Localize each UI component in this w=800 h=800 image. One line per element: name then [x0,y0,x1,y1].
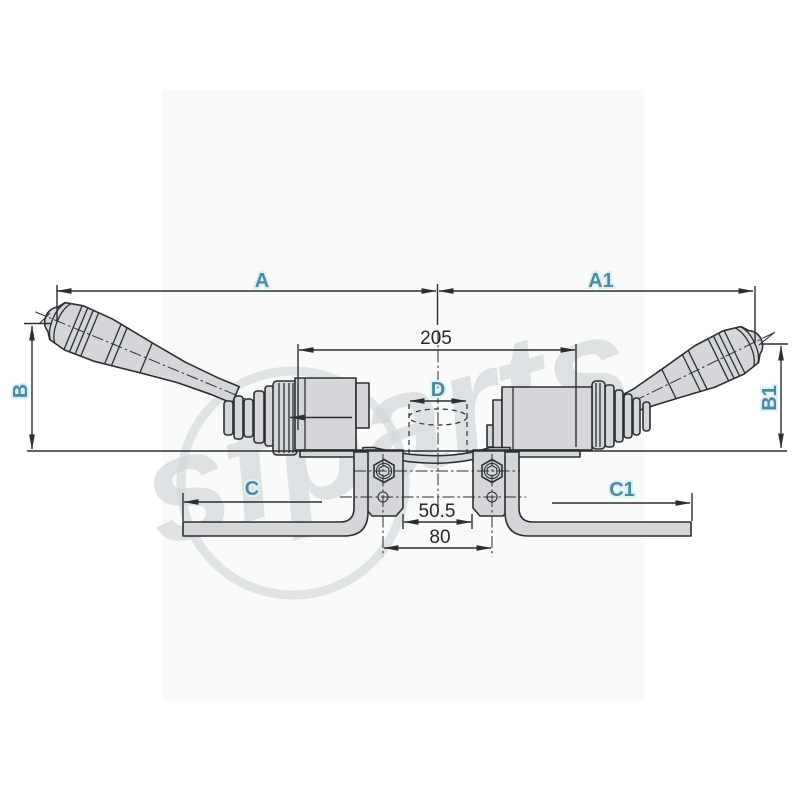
left-switch-body [294,377,370,458]
left-boot-ribs [278,383,294,453]
right-boot-ribs [595,383,601,447]
dimension-label-a: A [255,270,269,292]
dimension-label-b1: B1 [759,385,781,411]
left-cable [182,451,369,537]
dimensions [24,284,788,551]
right-cable [504,451,692,537]
right-boot [591,380,651,450]
dimension-label-c: C [245,478,259,500]
dimension-label-b: B [10,384,32,398]
centerlines [340,330,526,557]
measurement-205: 205 [420,328,452,349]
dimension-label-c1: C1 [609,479,635,501]
measurement-50-5: 50.5 [419,501,456,522]
watermark-ring [176,366,410,600]
left-boot [223,380,298,456]
right-tip-tangent-tick [758,331,776,346]
dimension-label-d: D [431,379,445,401]
dimension-label-a1: A1 [588,270,614,292]
measurement-80: 80 [429,527,450,548]
left-tip-tangent-tick [38,312,51,325]
